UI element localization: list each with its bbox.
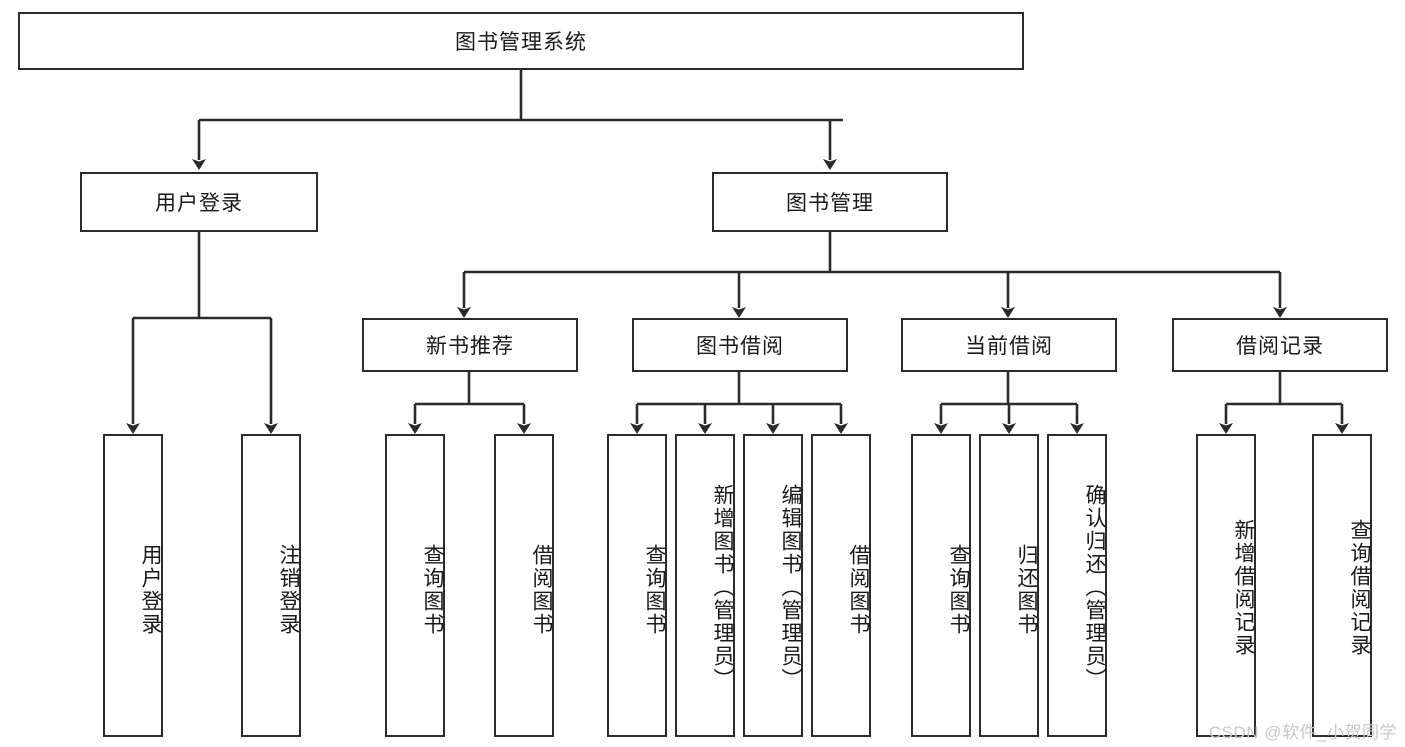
node-user-login[interactable]: 用户登录 (80, 172, 318, 232)
node-user-login-label: 用户登录 (155, 192, 243, 215)
node-leaf-edit-book[interactable]: 编辑图书（管理员） (743, 434, 803, 737)
node-root[interactable]: 图书管理系统 (18, 12, 1024, 70)
node-current-borrow-label: 当前借阅 (965, 335, 1053, 358)
node-leaf-add-record-label: 新增借阅记录 (1232, 518, 1255, 657)
node-borrow-record[interactable]: 借阅记录 (1172, 318, 1388, 372)
node-borrow-record-label: 借阅记录 (1236, 335, 1324, 358)
node-leaf-query-record[interactable]: 查询借阅记录 (1312, 434, 1372, 737)
node-current-borrow[interactable]: 当前借阅 (901, 318, 1117, 372)
node-leaf-query-book-3-label: 查询图书 (947, 543, 970, 636)
node-leaf-borrow-book-2[interactable]: 借阅图书 (811, 434, 871, 737)
node-leaf-query-book-2-label: 查询图书 (643, 543, 666, 636)
watermark-text: CSDN @软件_小贺同学 (1208, 723, 1397, 742)
node-leaf-query-book-3[interactable]: 查询图书 (911, 434, 971, 737)
node-leaf-query-book-1[interactable]: 查询图书 (385, 434, 445, 737)
node-leaf-user-logout[interactable]: 注销登录 (241, 434, 301, 737)
node-leaf-borrow-book-2-label: 借阅图书 (847, 543, 870, 636)
node-root-label: 图书管理系统 (455, 31, 587, 54)
node-leaf-query-book-2[interactable]: 查询图书 (607, 434, 667, 737)
node-leaf-add-book[interactable]: 新增图书（管理员） (675, 434, 735, 737)
node-new-book-recommend[interactable]: 新书推荐 (362, 318, 578, 372)
node-leaf-confirm-return[interactable]: 确认归还（管理员） (1047, 434, 1107, 737)
node-leaf-query-book-1-label: 查询图书 (421, 543, 444, 636)
node-leaf-return-book-label: 归还图书 (1015, 543, 1038, 636)
node-leaf-borrow-book-1[interactable]: 借阅图书 (494, 434, 554, 737)
node-leaf-user-logout-label: 注销登录 (277, 543, 300, 636)
node-book-management-label: 图书管理 (786, 192, 874, 215)
node-book-management[interactable]: 图书管理 (712, 172, 948, 232)
node-book-borrow[interactable]: 图书借阅 (632, 318, 848, 372)
node-leaf-user-login[interactable]: 用户登录 (103, 434, 163, 737)
node-leaf-confirm-return-label: 确认归还（管理员） (1083, 484, 1106, 691)
node-new-book-recommend-label: 新书推荐 (426, 335, 514, 358)
node-leaf-query-record-label: 查询借阅记录 (1348, 518, 1371, 657)
node-leaf-add-book-label: 新增图书（管理员） (711, 484, 734, 691)
node-leaf-return-book[interactable]: 归还图书 (979, 434, 1039, 737)
node-leaf-user-login-label: 用户登录 (139, 543, 162, 636)
node-leaf-add-record[interactable]: 新增借阅记录 (1196, 434, 1256, 737)
node-book-borrow-label: 图书借阅 (696, 335, 784, 358)
node-leaf-edit-book-label: 编辑图书（管理员） (779, 484, 802, 691)
node-leaf-borrow-book-1-label: 借阅图书 (530, 543, 553, 636)
